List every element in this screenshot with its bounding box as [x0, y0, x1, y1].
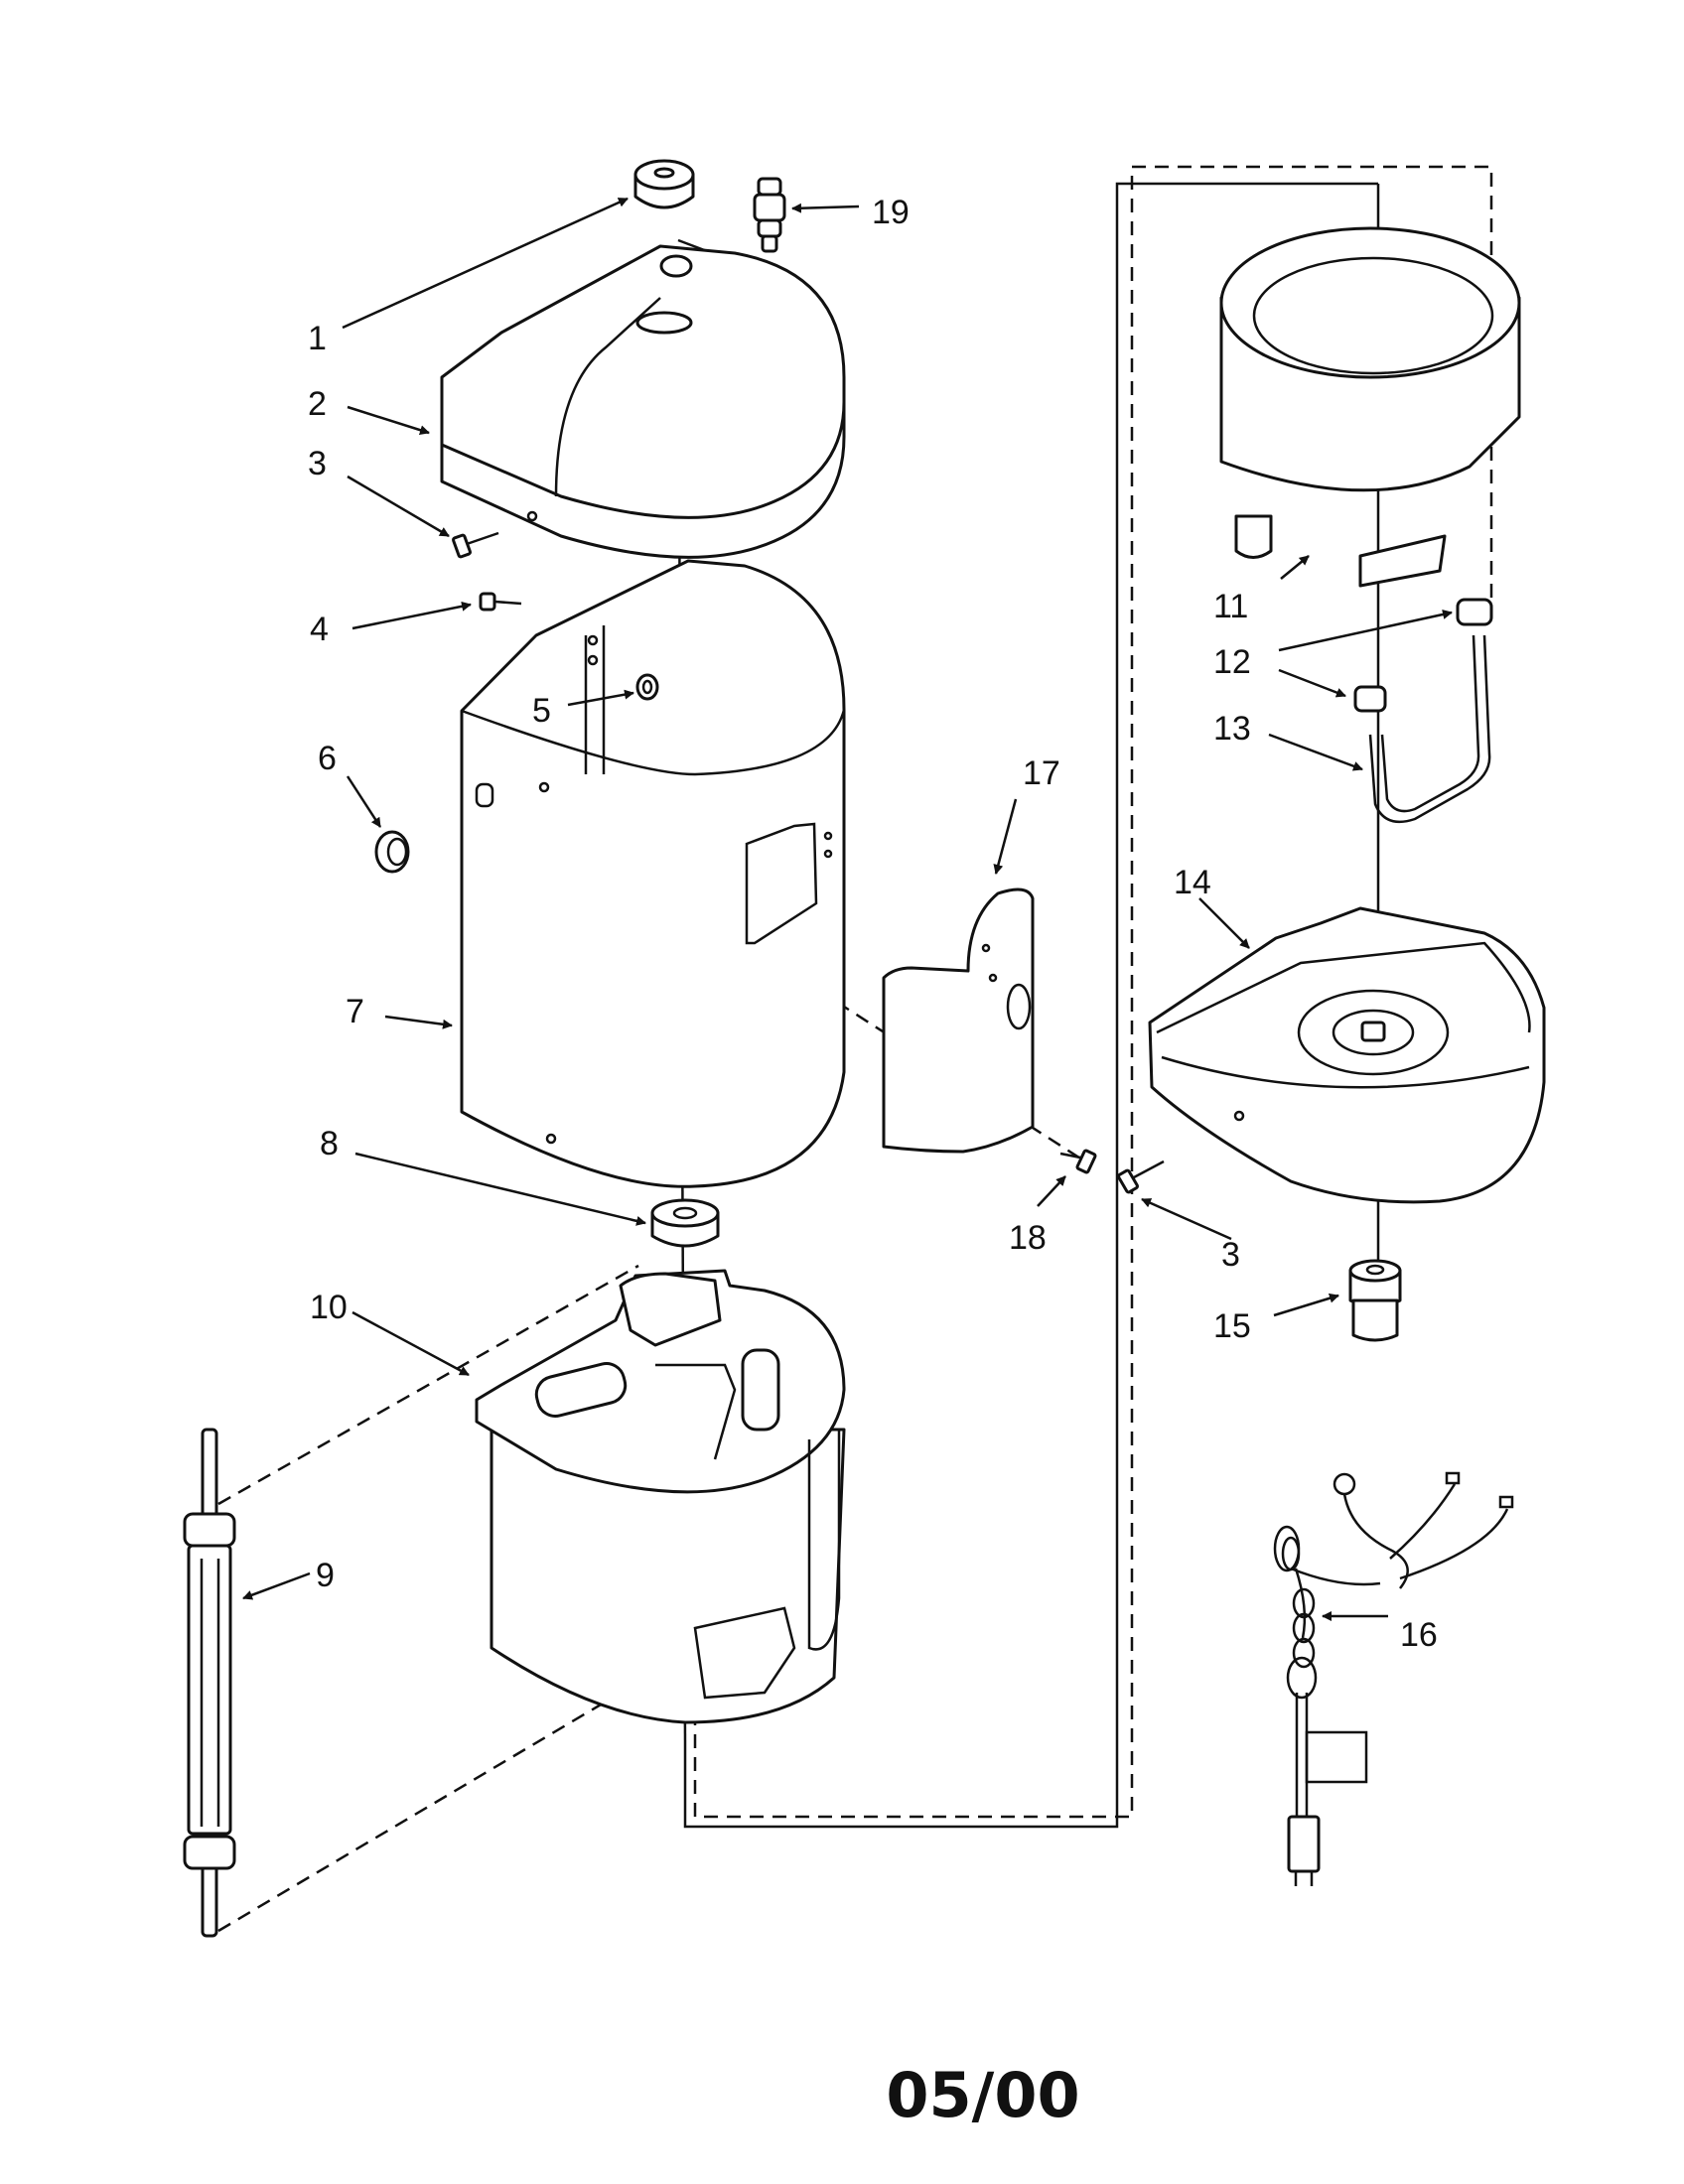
part-5-grommet — [635, 673, 659, 701]
callout-10: 10 — [310, 1289, 348, 1326]
part-9-filter — [183, 1428, 236, 1938]
callout-4: 4 — [310, 611, 329, 648]
part-19-fitting — [753, 177, 786, 253]
part-18-screw — [1059, 1149, 1097, 1174]
callout-leaders — [242, 197, 1453, 1621]
revision-code: 05/00 — [886, 2059, 1079, 2131]
part-12-cap-b — [1456, 598, 1493, 626]
callout-2: 2 — [308, 385, 327, 423]
part-4-screw — [479, 592, 522, 612]
part-13-tube — [1368, 634, 1491, 824]
part-10-base — [475, 1269, 846, 1724]
part-6-plug — [374, 830, 410, 874]
callout-3: 3 — [308, 445, 327, 482]
callout-14: 14 — [1174, 864, 1211, 901]
part-2-top-cover — [440, 244, 846, 559]
callout-labels: 1 2 3 4 5 6 7 8 9 10 11 12 13 14 15 16 1… — [308, 194, 1438, 1654]
callout-16: 16 — [1400, 1616, 1438, 1654]
part-12-cap-a — [1353, 685, 1387, 713]
callout-5: 5 — [532, 692, 551, 730]
part-16-power-cord — [1273, 1471, 1514, 1886]
part-14-tray — [1148, 906, 1546, 1204]
callout-1: 1 — [308, 320, 327, 357]
callout-6: 6 — [318, 740, 337, 777]
callout-3-tray: 3 — [1221, 1236, 1240, 1274]
callout-9: 9 — [316, 1557, 335, 1594]
callout-17: 17 — [1023, 754, 1060, 792]
part-7-housing — [460, 559, 846, 1188]
callout-15: 15 — [1213, 1307, 1251, 1345]
part-3-screw-tray — [1117, 1160, 1165, 1194]
part-8-grommet — [650, 1198, 720, 1248]
callout-18: 18 — [1009, 1219, 1047, 1257]
part-1-cap — [633, 159, 695, 209]
callout-8: 8 — [320, 1125, 339, 1162]
part-15-hub — [1348, 1259, 1402, 1342]
callout-19: 19 — [872, 194, 910, 231]
part-3-screw — [452, 531, 499, 559]
callout-13: 13 — [1213, 710, 1251, 748]
callout-11: 11 — [1213, 588, 1248, 625]
callout-7: 7 — [346, 993, 364, 1030]
callout-12: 12 — [1213, 643, 1251, 681]
part-17-shield — [882, 887, 1035, 1154]
part-11-motor-bowl — [1219, 226, 1521, 588]
